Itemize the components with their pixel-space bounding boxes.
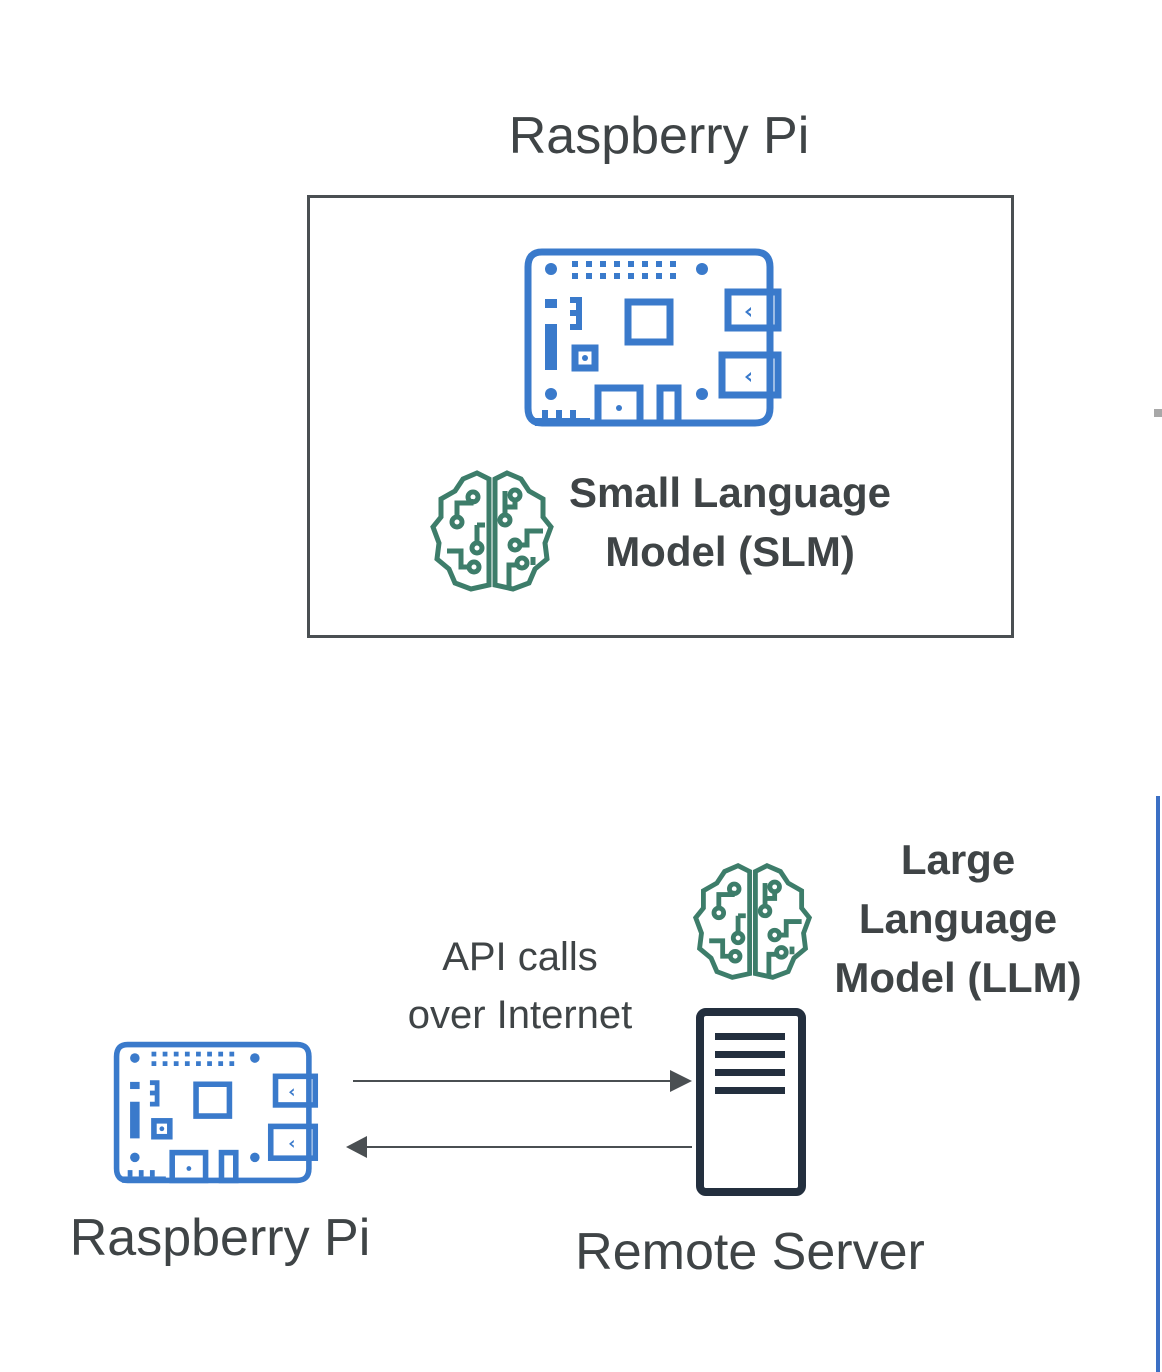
- server-label: Remote Server: [575, 1223, 925, 1281]
- llm-label: Large Language Model (LLM): [818, 830, 1098, 1007]
- connection-arrows: [346, 1070, 692, 1158]
- section-divider: [1156, 796, 1160, 1372]
- connection-label-line1: API calls: [442, 935, 598, 979]
- client-raspberry-pi-icon: [110, 1035, 325, 1186]
- connection-label: API calls over Internet: [360, 928, 680, 1044]
- slm-label-line2: Model (SLM): [605, 528, 855, 575]
- response-arrow: [346, 1136, 692, 1158]
- connection-label-line2: over Internet: [407, 993, 633, 1037]
- top-title: Raspberry Pi: [508, 107, 810, 165]
- slm-label: Small Language Model (SLM): [560, 463, 900, 581]
- brain-circuit-icon: [425, 465, 560, 600]
- slm-label-line1: Small Language: [568, 469, 892, 516]
- llm-label-line3: Model (LLM): [834, 954, 1082, 1001]
- llm-brain-circuit-icon: [688, 858, 818, 988]
- llm-label-line2: Language: [858, 895, 1058, 942]
- llm-label-line1: Large: [900, 836, 1016, 883]
- raspberry-pi-icon: [520, 240, 790, 430]
- device-boundary-box: [307, 195, 1014, 638]
- client-label: Raspberry Pi: [69, 1209, 371, 1267]
- side-marker: [1154, 409, 1162, 417]
- server-icon: [696, 1008, 806, 1196]
- request-arrow: [353, 1070, 692, 1092]
